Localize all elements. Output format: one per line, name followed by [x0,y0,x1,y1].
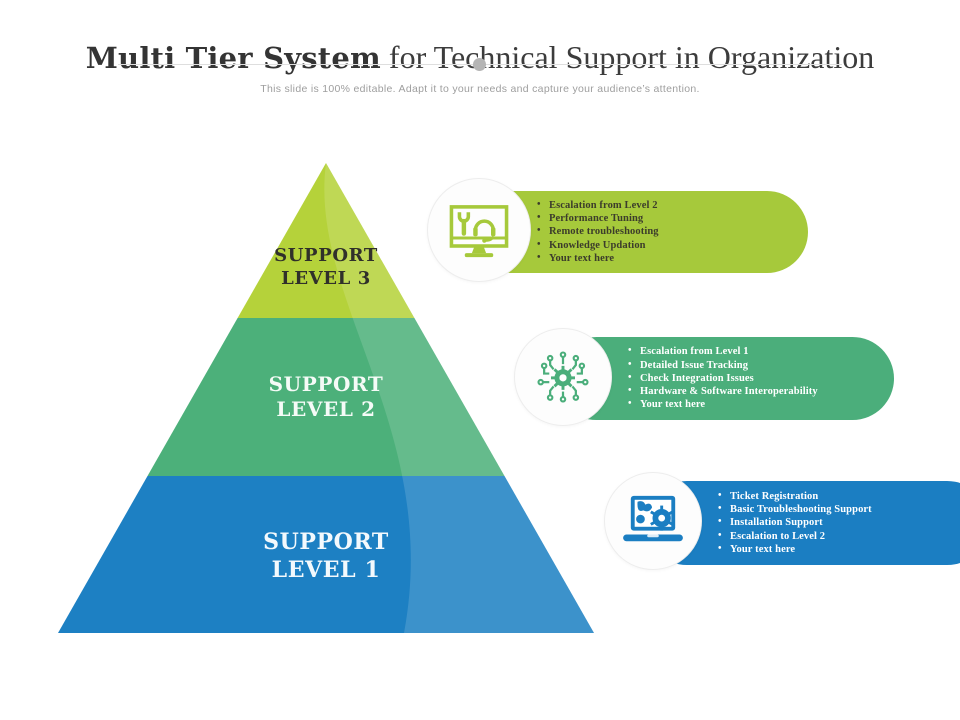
list-item: Knowledge Updation [536,238,659,252]
laptop-gears-icon [623,495,683,542]
title-divider [118,58,842,71]
title-rest: for Technical Support in Organization [380,39,875,76]
pyramid-label-level-2: SUPPORT LEVEL 2 [226,372,426,422]
callout-level-2-list: Escalation from Level 1 Detailed Issue T… [627,344,818,411]
divider-dot [473,58,486,71]
pyramid-label-line: SUPPORT [268,372,384,396]
list-item: Your text here [536,251,659,265]
list-item: Hardware & Software Interoperability [627,384,818,398]
page-title: Multi Tier System for Technical Support … [0,39,960,76]
callout-level-2: Escalation from Level 1 Detailed Issue T… [555,337,894,420]
pyramid-label-level-1: SUPPORT LEVEL 1 [226,528,426,584]
pyramid-tier-2 [147,318,505,476]
callout-level-3-list: Escalation from Level 2 Performance Tuni… [536,198,659,265]
list-item: Escalation to Level 2 [717,529,872,543]
monitor-headset-wrench-icon [449,205,509,258]
pyramid-label-level-3: SUPPORT LEVEL 3 [226,244,426,290]
list-item: Your text here [627,397,818,411]
gear-circuit-icon [537,351,589,403]
pyramid-label-line: LEVEL 3 [281,268,371,289]
pyramid-label-line: SUPPORT [274,245,378,266]
subtitle: This slide is 100% editable. Adapt it to… [260,82,700,95]
list-item: Escalation from Level 1 [627,344,818,358]
title-emphasis: Multi Tier System [85,41,381,76]
callout-level-1-list: Ticket Registration Basic Troubleshootin… [717,489,872,556]
list-item: Installation Support [717,515,872,529]
pyramid-label-line: LEVEL 1 [271,557,381,583]
list-item: Escalation from Level 2 [536,198,659,212]
pyramid-label-line: LEVEL 2 [276,397,376,421]
list-item: Remote troubleshooting [536,224,659,238]
callout-level-1-badge [604,472,702,570]
list-item: Detailed Issue Tracking [627,358,818,372]
list-item: Your text here [717,542,872,556]
list-item: Ticket Registration [717,489,872,503]
list-item: Check Integration Issues [627,371,818,385]
pyramid-label-line: SUPPORT [263,529,389,555]
pyramid-shine-overlay [324,163,594,633]
callout-level-2-badge [514,328,612,426]
list-item: Performance Tuning [536,211,659,225]
list-item: Basic Troubleshooting Support [717,502,872,516]
pyramid-tier-1 [58,476,594,633]
pyramid-tier-3 [237,163,415,318]
callout-level-3-badge [427,178,531,282]
